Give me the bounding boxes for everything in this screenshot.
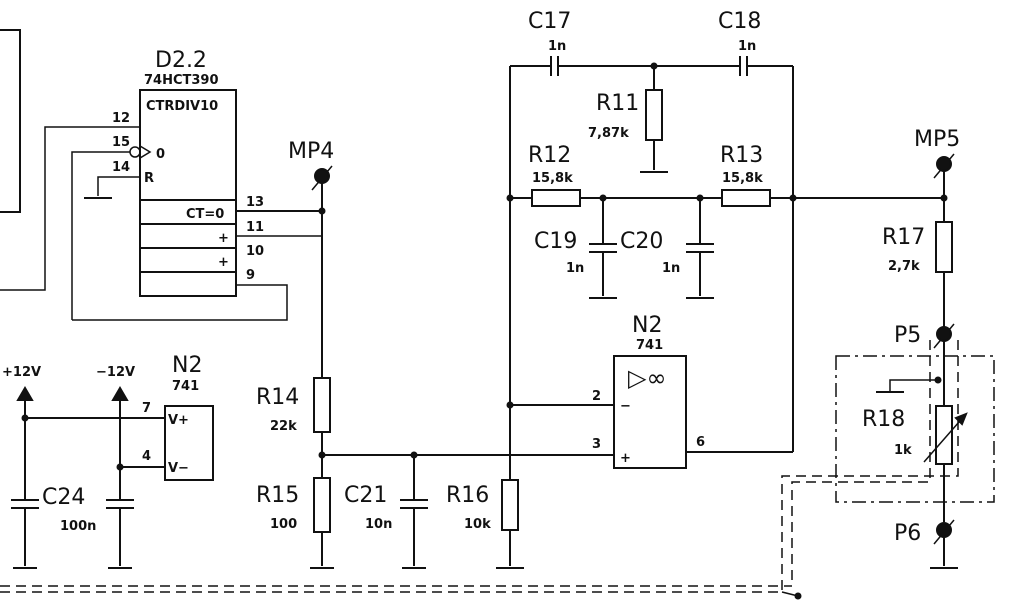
c18-ref: C18 (718, 9, 761, 34)
r16-value: 10k (464, 517, 491, 532)
mp4-label: MP4 (288, 139, 334, 164)
d22-pin-15: 15 (112, 135, 130, 150)
r11-value: 7,87k (588, 126, 629, 141)
r16-ref: R16 (446, 483, 489, 508)
d22-plus-1: + (218, 231, 229, 246)
c21-value: 10n (365, 517, 392, 532)
n2b-pin-7: 7 (142, 401, 151, 416)
c20-ref: C20 (620, 229, 663, 254)
d22-ct-label: CT=0 (186, 207, 224, 222)
c17-value: 1n (548, 39, 566, 54)
d22-ref: D2.2 (155, 48, 207, 73)
r12-value: 15,8k (532, 171, 573, 186)
r15-ref: R15 (256, 483, 299, 508)
n2b-vminus: V− (168, 461, 189, 476)
shielded-cable (0, 585, 802, 600)
mp5-label: MP5 (914, 127, 960, 152)
r11-ref: R11 (596, 91, 639, 116)
c24-value: 100n (60, 519, 96, 534)
d22-pin-10: 10 (246, 244, 264, 259)
n2-part: 741 (636, 338, 663, 353)
power-section: +12V −12V N2 741 V+ V− 7 4 C24 100n (2, 353, 214, 569)
n2-pin-2: 2 (592, 389, 601, 404)
c18-value: 1n (738, 39, 756, 54)
d22-func: CTRDIV10 (146, 99, 218, 114)
r17-ref: R17 (882, 225, 925, 250)
r18-value: 1k (894, 443, 912, 458)
d22-pin-12: 12 (112, 111, 130, 126)
c20-value: 1n (662, 261, 680, 276)
d22-q-output: 0 (156, 147, 165, 162)
n2b-vplus: V+ (168, 413, 189, 428)
d22-plus-2: + (218, 255, 229, 270)
d22-pin-9: 9 (246, 268, 255, 283)
n2b-pin-4: 4 (142, 449, 151, 464)
c19-ref: C19 (534, 229, 577, 254)
n2-plus: + (620, 451, 631, 466)
supply-positive-label: +12V (2, 365, 41, 380)
mp4-branch: MP4 R14 22k R15 100 C21 10n (256, 139, 614, 569)
opamp-n2: N2 741 ▷∞ 2 3 6 − + R16 10k (446, 313, 793, 569)
r12-ref: R12 (528, 143, 571, 168)
counter-d22: D2.2 74HCT390 CTRDIV10 CT=0 + + 12 15 14… (0, 29, 322, 321)
d22-part: 74HCT390 (144, 73, 219, 88)
r13-ref: R13 (720, 143, 763, 168)
r18-ref: R18 (862, 407, 905, 432)
n2b-part: 741 (172, 379, 199, 394)
d22-reset-label: R (144, 171, 154, 186)
c24-ref: C24 (42, 485, 85, 510)
opamp-symbol: ▷∞ (628, 364, 666, 392)
r17-value: 2,7k (888, 259, 920, 274)
n2-minus: − (620, 399, 631, 414)
d22-pin-14: 14 (112, 160, 130, 175)
p5-label: P5 (894, 323, 921, 348)
supply-negative-label: −12V (96, 365, 135, 380)
d22-pin-11: 11 (246, 220, 264, 235)
n2-pin-6: 6 (696, 435, 705, 450)
c19-value: 1n (566, 261, 584, 276)
c21-ref: C21 (344, 483, 387, 508)
n2b-ref: N2 (172, 353, 202, 378)
d22-pin-13: 13 (246, 195, 264, 210)
r15-value: 100 (270, 517, 297, 532)
r14-value: 22k (270, 419, 297, 434)
n2-ref: N2 (632, 313, 662, 338)
p6-label: P6 (894, 521, 921, 546)
c17-ref: C17 (528, 9, 571, 34)
r14-ref: R14 (256, 385, 299, 410)
filter-network: C17 1n C18 1n R11 7,87k R12 15,8k R13 15… (506, 9, 944, 480)
output-branch: MP5 R17 2,7k P5 R18 1k P6 (781, 127, 995, 592)
n2-pin-3: 3 (592, 437, 601, 452)
r13-value: 15,8k (722, 171, 763, 186)
